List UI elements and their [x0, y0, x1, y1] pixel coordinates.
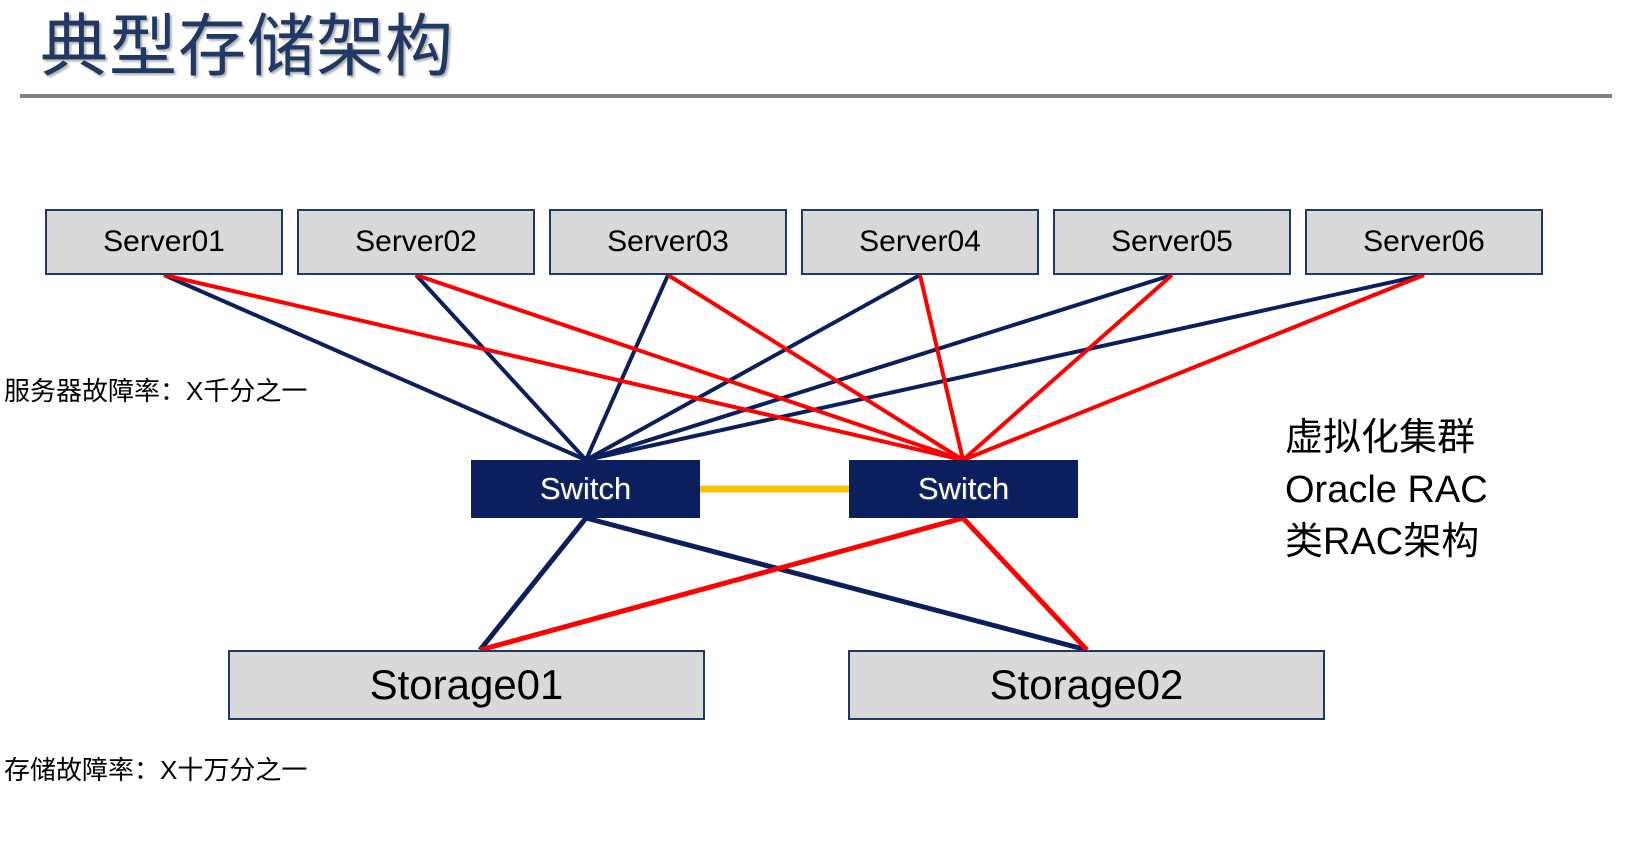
- server-node-4[interactable]: Server04: [801, 209, 1039, 275]
- link-server01-to-switch-b: [163, 273, 964, 462]
- cluster-architecture-note: 虚拟化集群 Oracle RAC 类RAC架构: [1285, 412, 1488, 568]
- link-server03-to-switch-a: [584, 274, 670, 461]
- link-server02-to-switch-a: [414, 273, 588, 462]
- title-divider: [20, 94, 1612, 98]
- link-server06-to-switch-b: [962, 273, 1425, 462]
- storage-node-label: Storage01: [369, 661, 564, 708]
- server-node-3[interactable]: Server03: [549, 209, 787, 275]
- cluster-note-line-1: 虚拟化集群: [1285, 417, 1476, 459]
- page-title: 典型存储架构: [40, 9, 455, 85]
- link-server01-to-switch-a: [163, 273, 587, 462]
- link-server04-to-switch-b: [918, 274, 965, 461]
- server-node-label: Server01: [103, 225, 225, 258]
- storage-node-1[interactable]: Storage01: [228, 650, 705, 720]
- link-switch-a-to-storage02: [585, 515, 1088, 653]
- link-server02-to-switch-b: [415, 273, 964, 462]
- links-switch-to-storage: [478, 515, 1089, 653]
- link-server04-to-switch-a: [585, 273, 921, 462]
- links-server-to-switch-a: [163, 273, 1425, 462]
- storage-failure-rate-note: 存储故障率：X十万分之一: [4, 755, 308, 785]
- server-node-2[interactable]: Server02: [297, 209, 535, 275]
- server-node-6[interactable]: Server06: [1305, 209, 1543, 275]
- storage-node-label: Storage02: [989, 661, 1184, 708]
- storage-node-2[interactable]: Storage02: [848, 650, 1325, 720]
- server-node-label: Server05: [1111, 225, 1233, 258]
- switch-node-1[interactable]: Switch: [471, 460, 700, 518]
- link-server05-to-switch-a: [585, 273, 1173, 462]
- links-server-to-switch-b: [163, 273, 1425, 462]
- link-server05-to-switch-b: [961, 273, 1174, 462]
- switch-node-2[interactable]: Switch: [849, 460, 1078, 518]
- server-node-label: Server04: [859, 225, 981, 258]
- cluster-note-line-3: 类RAC架构: [1285, 521, 1480, 563]
- cluster-note-line-2: Oracle RAC: [1285, 469, 1488, 511]
- link-switch-b-to-storage01: [479, 515, 964, 653]
- server-node-1[interactable]: Server01: [45, 209, 283, 275]
- link-server06-to-switch-a: [585, 273, 1425, 462]
- switch-node-label: Switch: [917, 471, 1010, 506]
- server-node-5[interactable]: Server05: [1053, 209, 1291, 275]
- switch-node-label: Switch: [539, 471, 632, 506]
- server-failure-rate-note: 服务器故障率：X千分之一: [4, 376, 308, 406]
- server-node-label: Server06: [1363, 225, 1485, 258]
- link-switch-a-to-storage01: [478, 516, 588, 652]
- server-node-label: Server02: [355, 225, 477, 258]
- server-node-label: Server03: [607, 225, 729, 258]
- link-switch-b-to-storage02: [961, 516, 1089, 652]
- link-server03-to-switch-b: [666, 273, 965, 462]
